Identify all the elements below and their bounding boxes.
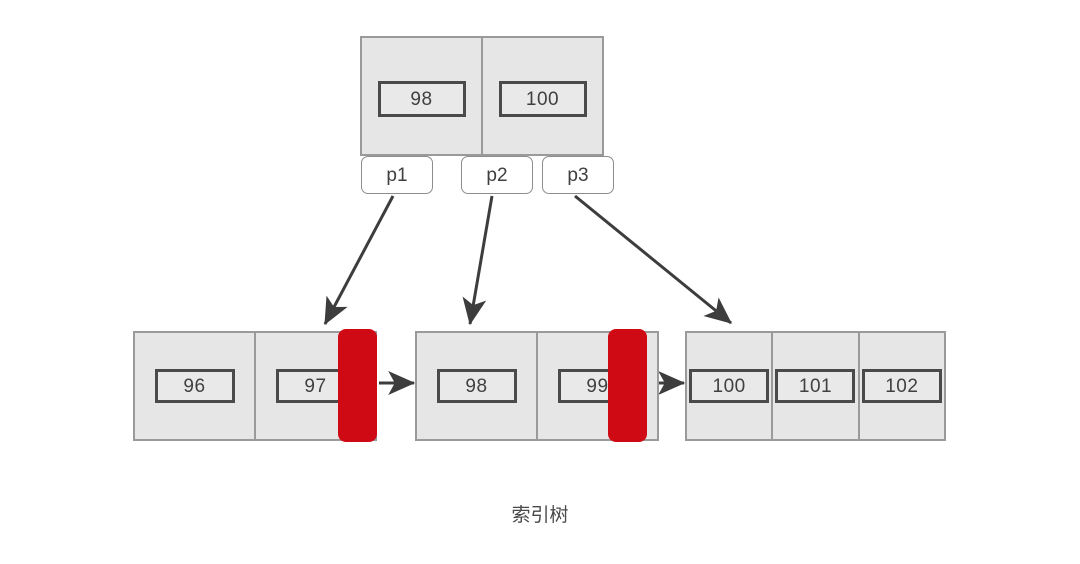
leaf-1-full-marker (338, 329, 377, 442)
pointer-p3: p3 (542, 156, 614, 194)
edge-p1-to-leaf1 (323, 195, 395, 326)
edge-p2-to-leaf2 (462, 195, 494, 326)
leaf-cell: 96 (135, 333, 256, 439)
leaf-cell: 102 (860, 333, 944, 439)
root-cell: 100 (483, 38, 602, 154)
pointer-label: p3 (567, 164, 589, 186)
pointer-label: p1 (386, 164, 408, 186)
leaf-key-value: 101 (775, 369, 856, 403)
pointer-p1: p1 (361, 156, 433, 194)
pointer-p2: p2 (461, 156, 533, 194)
edge-p3-to-leaf3 (574, 194, 732, 325)
leaf-node-1: 96 97 (133, 331, 377, 441)
leaf-key-value: 100 (689, 369, 770, 403)
root-key-value: 98 (377, 81, 466, 117)
root-key-value: 100 (498, 81, 587, 117)
leaf-cell: 101 (773, 333, 860, 439)
leaf-node-3: 100 101 102 (685, 331, 946, 441)
root-cell: 98 (362, 38, 483, 154)
root-node: 98 100 (360, 36, 604, 156)
leaf-key-value: 96 (154, 369, 235, 403)
leaf-cell: 98 (417, 333, 538, 439)
leaf-key-value: 98 (436, 369, 517, 403)
leaf-cell: 100 (687, 333, 774, 439)
diagram-caption: 索引树 (511, 504, 569, 526)
leaf-key-value: 102 (861, 369, 942, 403)
leaf-2-full-marker (608, 329, 647, 442)
pointer-label: p2 (486, 164, 508, 186)
